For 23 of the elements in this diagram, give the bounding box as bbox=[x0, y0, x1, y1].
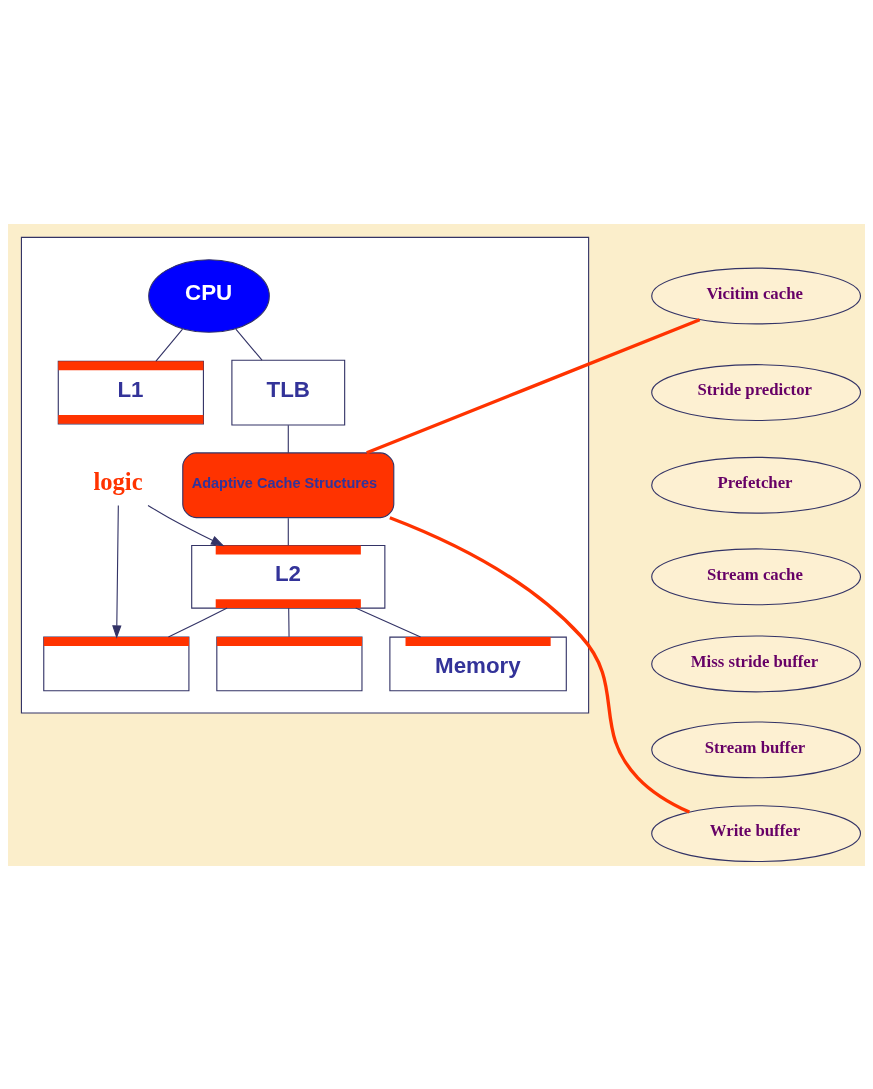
connector bbox=[287, 424, 289, 453]
node-ellipse: Miss stride buffer bbox=[651, 634, 862, 692]
connector bbox=[389, 515, 691, 814]
connector bbox=[287, 517, 289, 546]
node-ellipse: Prefetcher bbox=[651, 456, 862, 514]
arrow bbox=[112, 504, 122, 639]
node-ellipse: Vicitim cache bbox=[651, 267, 862, 324]
node-ellipse: Stream cache bbox=[651, 547, 862, 605]
node-ellipse: Stride predictor bbox=[651, 363, 862, 421]
arrow bbox=[147, 504, 225, 546]
connector bbox=[355, 607, 422, 638]
cluster bbox=[20, 236, 590, 714]
connector bbox=[235, 328, 263, 361]
node-text: logic bbox=[93, 467, 143, 495]
connector bbox=[366, 317, 701, 454]
connector bbox=[155, 328, 184, 362]
node-box: TLB bbox=[231, 359, 346, 426]
node-box: Adaptive Cache Structures bbox=[182, 451, 395, 518]
connector bbox=[167, 607, 228, 638]
node-ellipse: CPU bbox=[148, 258, 270, 333]
connector bbox=[288, 607, 290, 637]
node-ellipse: Write buffer bbox=[651, 804, 862, 862]
node-ellipse: Stream buffer bbox=[651, 720, 862, 778]
